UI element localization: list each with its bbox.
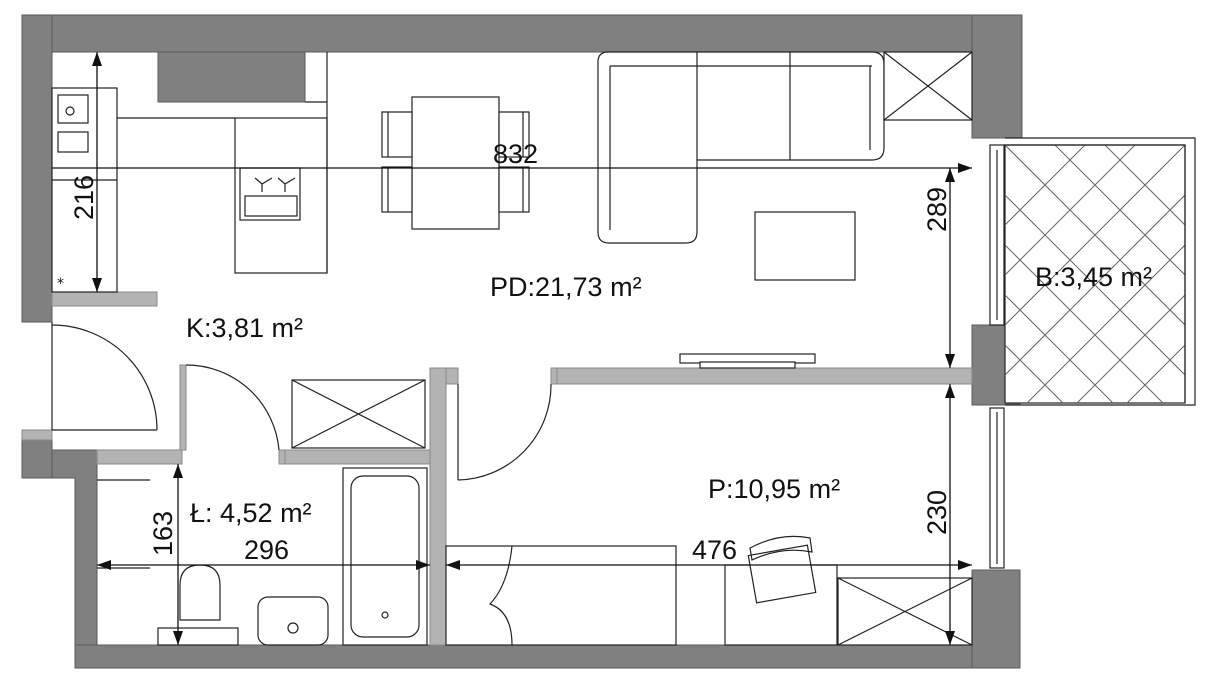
- dim-163-label: 163: [148, 511, 178, 556]
- dim-163-arrow-top: [173, 464, 183, 478]
- kitchen-column: [157, 51, 306, 103]
- dimension-labels: 832 216 289 230 163 296 476: [69, 139, 952, 565]
- tv-stand: [679, 353, 816, 369]
- wardrobe: [291, 379, 426, 449]
- chair-right-bottom: [498, 166, 530, 213]
- tv-base: [699, 361, 796, 369]
- bed: [445, 545, 677, 646]
- bathtub-drain-icon: [381, 611, 389, 619]
- right-wall-top: [971, 14, 1023, 139]
- kitchen-star-icon: *: [57, 276, 64, 292]
- dimension-lines: [52, 52, 972, 645]
- dim-832-label: 832: [493, 139, 538, 169]
- dim-296-arrow-right: [416, 560, 430, 570]
- ventilation-shaft-top: [883, 51, 973, 121]
- door-jamb-bedroom: [550, 367, 558, 385]
- balcony: [1004, 137, 1196, 406]
- toilet-bowl: [179, 564, 221, 621]
- bathroom-top-wall-left: [96, 449, 183, 465]
- bathtub: [342, 467, 428, 646]
- kitchen-counter-wall: [51, 291, 158, 307]
- desk-chair-back: [749, 535, 813, 561]
- bathroom-top-wall-right: [284, 449, 431, 465]
- room-label-living: PD:21,73 m²: [490, 272, 642, 302]
- dim-476-arrow-left: [446, 560, 460, 570]
- bathroom-door-swing: [185, 364, 280, 451]
- dim-289-label: 289: [922, 187, 952, 232]
- dining-set: [381, 96, 530, 230]
- room-label-bathroom: Ł: 4,52 m²: [190, 498, 312, 528]
- desk-chair: [747, 544, 817, 604]
- bath-door-jamb-right: [278, 449, 286, 465]
- outer-walls: [21, 14, 1023, 669]
- bathroom-right-wall: [429, 367, 447, 646]
- bedroom-top-wall: [556, 367, 973, 385]
- bathroom-fixtures: [97, 467, 428, 646]
- balcony-tiles: [1005, 145, 1185, 403]
- left-stub: [21, 429, 53, 441]
- balcony-railing: [1005, 137, 1196, 406]
- balcony-floor: [1004, 144, 1186, 404]
- toilet-tank: [157, 627, 239, 646]
- bed-sheet-fold: [488, 545, 513, 646]
- dim-216-label: 216: [69, 175, 99, 220]
- partitions: [21, 291, 973, 646]
- burner-icon: [254, 177, 296, 192]
- entrance-door-swing: [51, 322, 158, 431]
- room-label-bedroom: P:10,95 m²: [708, 474, 840, 504]
- room-label-kitchen: K:3,81 m²: [186, 313, 303, 343]
- dim-296-label: 296: [244, 535, 289, 565]
- left-wall-bottom: [51, 449, 98, 669]
- doors: [51, 322, 552, 481]
- dim-230-label: 230: [922, 490, 952, 535]
- bottom-wall: [74, 644, 1021, 669]
- shaft-x2: [883, 51, 973, 121]
- bedroom-door-swing: [457, 383, 552, 481]
- top-wall: [21, 14, 1023, 53]
- dim-289-arrow-bottom: [945, 354, 955, 368]
- coffee-table: [754, 211, 856, 281]
- door-jamb-left: [179, 364, 187, 451]
- dim-476-label: 476: [692, 535, 737, 565]
- dim-476-arrow-right: [958, 560, 972, 570]
- dim-230-arrow-top: [945, 384, 955, 398]
- dining-table: [411, 96, 500, 230]
- wardrobe-x2: [291, 379, 426, 449]
- dim-289-arrow-top: [945, 168, 955, 182]
- left-wall-upper: [21, 14, 53, 323]
- dim-832-arrow-right: [958, 163, 972, 173]
- dim-230-arrow-bottom: [945, 631, 955, 645]
- windows: [989, 144, 1005, 569]
- bathtub-inner: [350, 475, 420, 638]
- cooktop-icon: [239, 167, 301, 221]
- dim-296-arrow-left: [97, 560, 111, 570]
- washbasin: [257, 596, 329, 646]
- dim-216-arrow-bottom: [92, 278, 102, 292]
- sink-drain-icon: [65, 106, 75, 116]
- kitchen: *: [51, 52, 328, 293]
- dim-163-arrow-bottom: [173, 631, 183, 645]
- right-wall-bottom: [971, 569, 1021, 669]
- oven-icon: [244, 195, 298, 217]
- washbasin-drain-icon: [287, 622, 299, 634]
- chair-left-top: [381, 111, 413, 158]
- room-label-balcony: B:3,45 m²: [1035, 262, 1152, 292]
- sink-basin-icon: [57, 131, 89, 153]
- room-labels: PD:21,73 m² K:3,81 m² Ł: 4,52 m² P:10,95…: [186, 262, 1152, 528]
- chair-left-bottom: [381, 166, 413, 213]
- chair-right-top: [498, 111, 530, 158]
- dim-216-arrow-top: [92, 52, 102, 66]
- door-jamb-bath: [445, 367, 459, 385]
